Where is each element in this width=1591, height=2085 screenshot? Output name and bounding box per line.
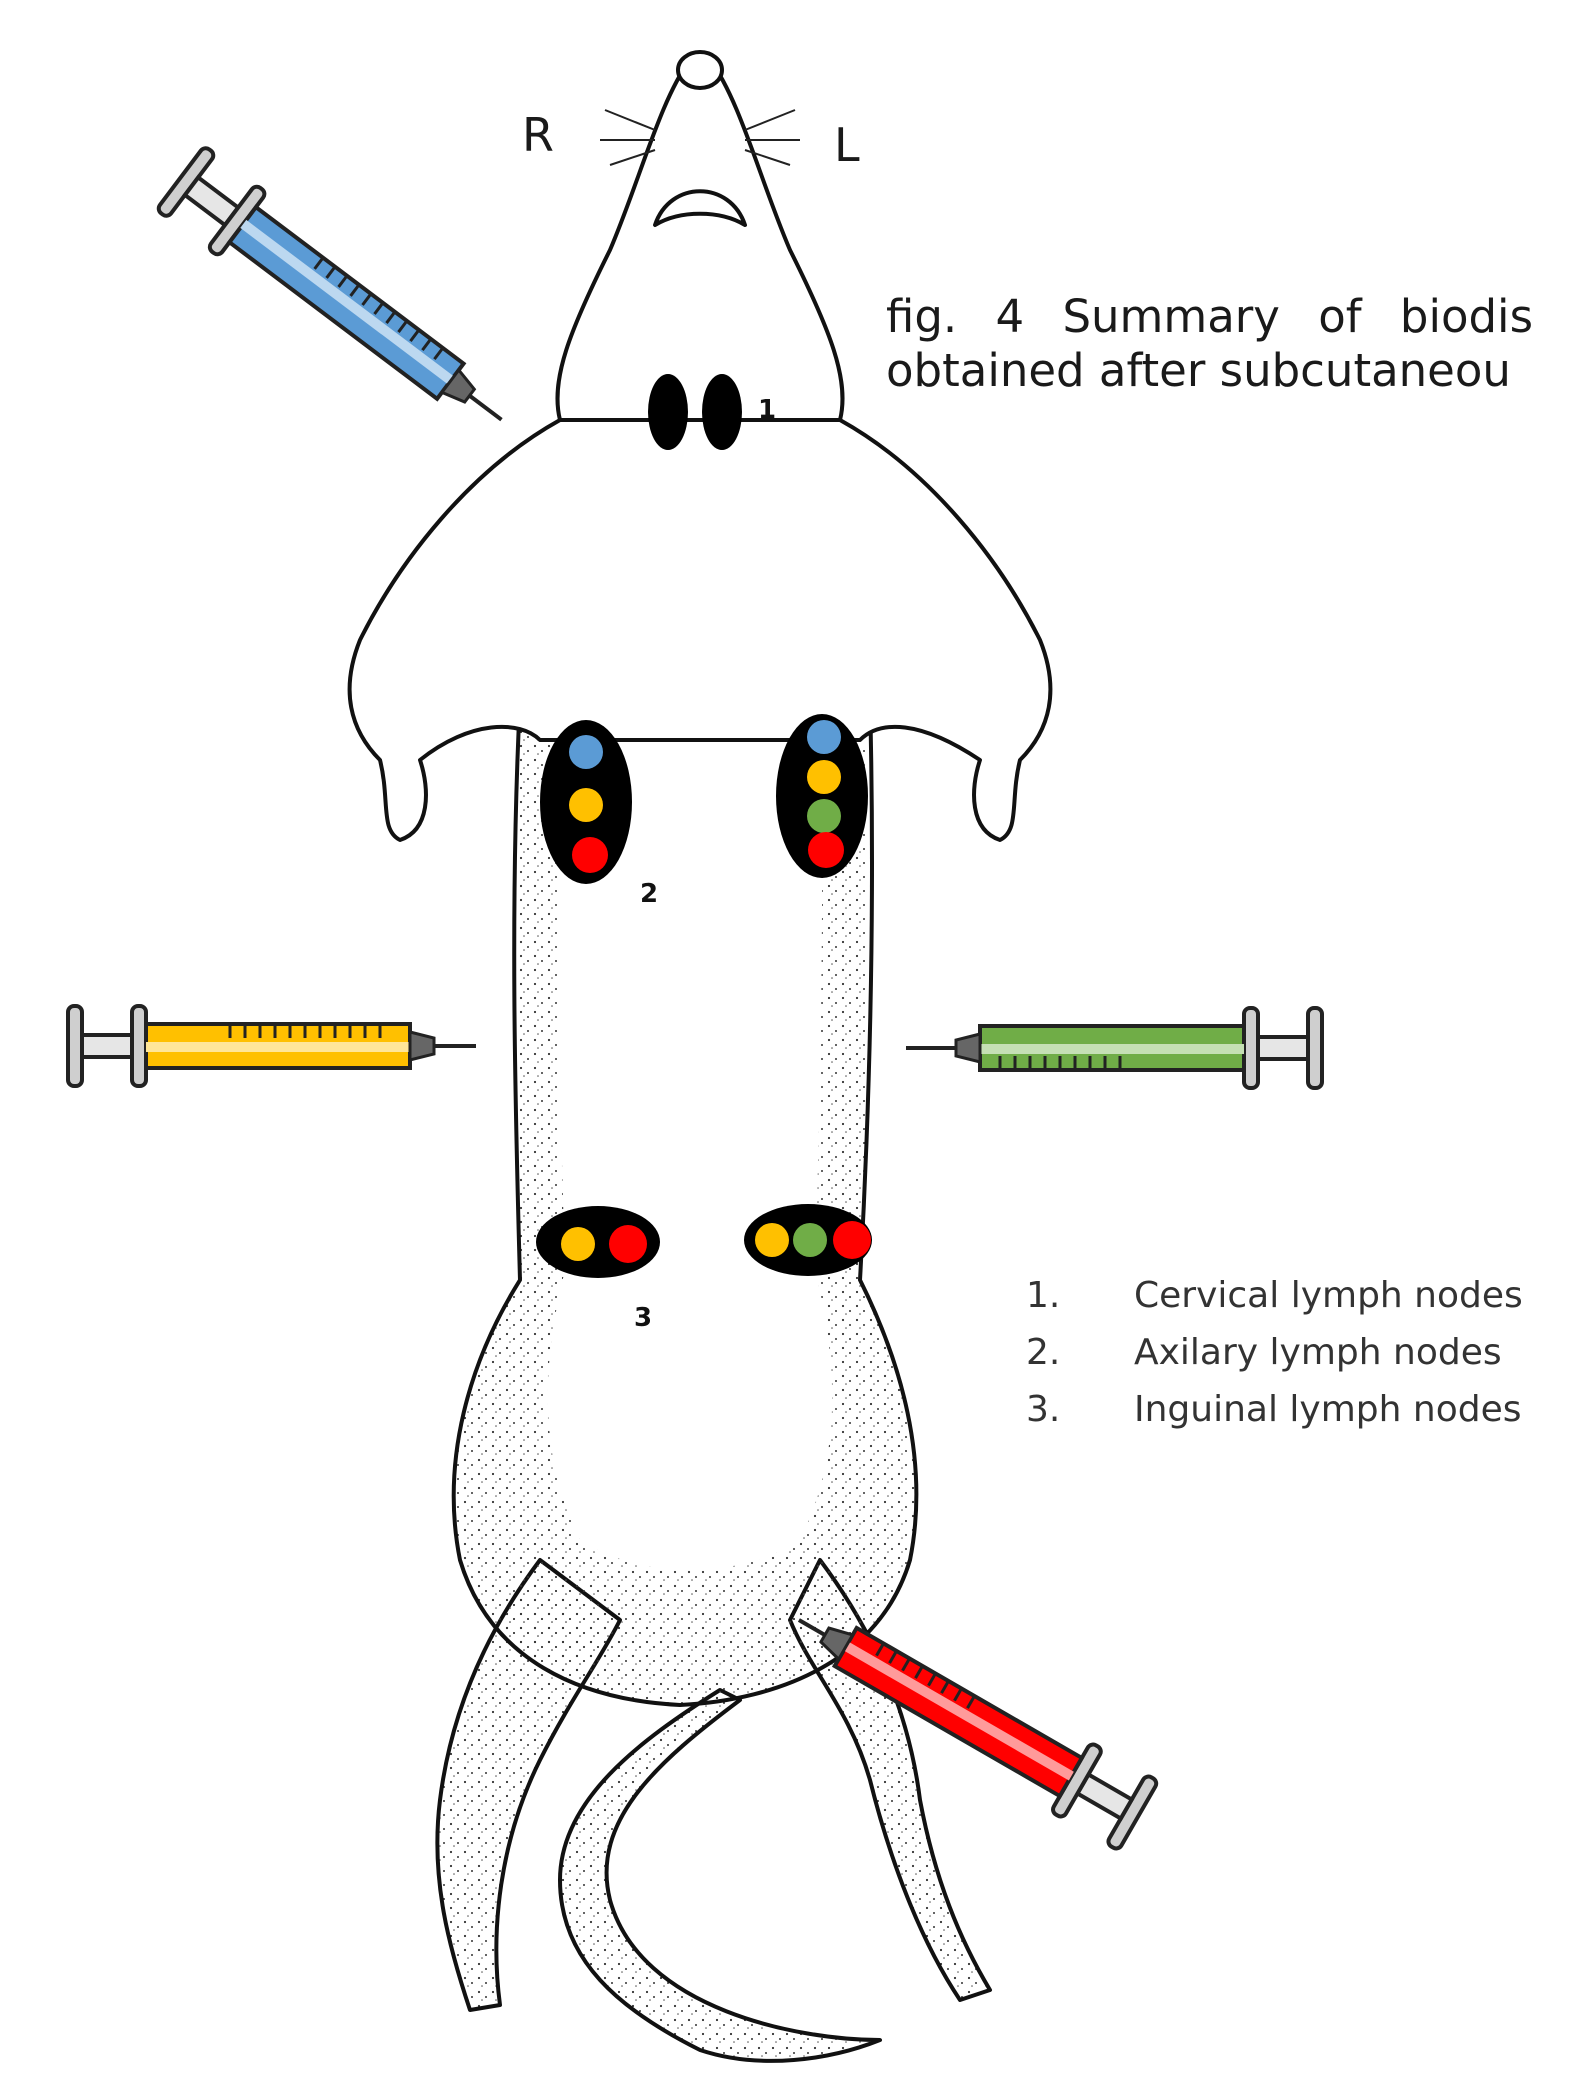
node-marker-3: 3 bbox=[634, 1303, 652, 1333]
left-side-label: L bbox=[834, 118, 860, 172]
figure-caption-line-1: fig. 4 Summary of biodis bbox=[886, 290, 1533, 343]
node-marker-1: 1 bbox=[758, 395, 776, 425]
inguinal-right-yellow-dot bbox=[561, 1227, 595, 1261]
legend-number: 3. bbox=[1026, 1389, 1060, 1430]
syringe-yellow bbox=[68, 1006, 476, 1086]
axillary-left-yellow-dot bbox=[807, 760, 841, 794]
rat-nose bbox=[678, 52, 722, 88]
rat-tail bbox=[560, 1690, 880, 2061]
axillary-right-yellow-dot bbox=[569, 788, 603, 822]
legend-number: 2. bbox=[1026, 1332, 1060, 1373]
inguinal-right-red-dot bbox=[609, 1225, 647, 1263]
legend-text: Cervical lymph nodes bbox=[1134, 1275, 1523, 1316]
figure-caption-line-2: obtained after subcutaneou bbox=[886, 344, 1511, 397]
syringe-blue bbox=[156, 146, 525, 452]
inguinal-left-green-dot bbox=[793, 1223, 827, 1257]
rat-head bbox=[557, 60, 842, 420]
inguinal-left-yellow-dot bbox=[755, 1223, 789, 1257]
node-marker-2: 2 bbox=[640, 879, 658, 909]
axillary-right-red-dot bbox=[572, 837, 608, 873]
axillary-left-red-dot bbox=[808, 832, 844, 868]
legend-text: Inguinal lymph nodes bbox=[1134, 1389, 1522, 1430]
cervical-node-right bbox=[648, 374, 688, 450]
legend-number: 1. bbox=[1026, 1275, 1060, 1316]
axillary-left-blue-dot bbox=[807, 720, 841, 754]
axillary-left-green-dot bbox=[807, 799, 841, 833]
legend-text: Axilary lymph nodes bbox=[1134, 1332, 1502, 1373]
syringe-green bbox=[906, 1008, 1322, 1088]
axillary-right-blue-dot bbox=[569, 735, 603, 769]
right-side-label: R bbox=[522, 108, 554, 162]
inguinal-left-red-dot bbox=[833, 1221, 871, 1259]
cervical-node-left bbox=[702, 374, 742, 450]
